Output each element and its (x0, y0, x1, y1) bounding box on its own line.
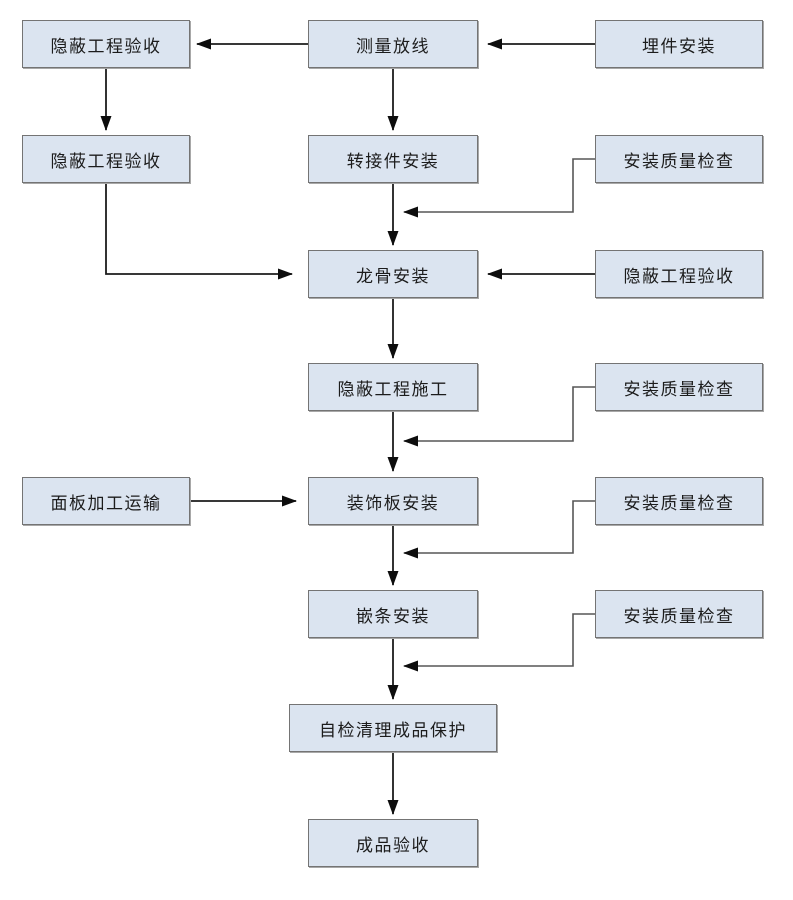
flow-node-decorative-panel-install: 装饰板安装 (308, 477, 478, 525)
flow-node-label: 龙骨安装 (356, 266, 430, 287)
flow-node-hidden-work-acceptance-1: 隐蔽工程验收 (22, 20, 190, 68)
edge-install-quality-check-2--construction-panel-line (403, 386, 595, 447)
flow-node-label: 隐蔽工程验收 (50, 151, 162, 172)
edge-install-quality-check-4--inlay-selfcheck-line (403, 613, 595, 672)
flow-node-label: 埋件安装 (642, 36, 716, 57)
flow-node-hidden-work-acceptance-2: 隐蔽工程验收 (22, 135, 190, 183)
flow-node-label: 面板加工运输 (50, 493, 162, 514)
flow-node-embedded-parts-install: 埋件安装 (595, 20, 763, 68)
edge-install-quality-check-1--adapter-keel-line (403, 158, 595, 218)
flow-node-keel-install: 龙骨安装 (308, 250, 478, 298)
edge-hidden-work-acceptance-2--keel-install (105, 183, 293, 280)
flow-node-install-quality-check-2: 安装质量检查 (595, 363, 763, 411)
flow-node-label: 转接件安装 (346, 151, 440, 172)
flow-node-install-quality-check-1: 安装质量检查 (595, 135, 763, 183)
flow-node-label: 安装质量检查 (623, 379, 735, 400)
flow-node-label: 安装质量检查 (623, 606, 735, 627)
flow-node-label: 嵌条安装 (356, 606, 430, 627)
flow-node-label: 安装质量检查 (623, 493, 735, 514)
flow-node-label: 自检清理成品保护 (319, 720, 467, 741)
flow-node-adapter-install: 转接件安装 (308, 135, 478, 183)
flow-node-label: 装饰板安装 (346, 493, 440, 514)
flow-node-label: 测量放线 (356, 36, 430, 57)
flow-node-label: 成品验收 (356, 835, 430, 856)
flow-node-measure-setting-out: 测量放线 (308, 20, 478, 68)
flow-node-self-check-clean-protect: 自检清理成品保护 (289, 704, 497, 752)
flow-node-install-quality-check-4: 安装质量检查 (595, 590, 763, 638)
flow-node-label: 隐蔽工程施工 (337, 379, 449, 400)
flow-node-label: 安装质量检查 (623, 151, 735, 172)
flow-node-panel-processing-transport: 面板加工运输 (22, 477, 190, 525)
flow-node-install-quality-check-3: 安装质量检查 (595, 477, 763, 525)
flow-node-label: 隐蔽工程验收 (623, 266, 735, 287)
flow-node-hidden-work-acceptance-3: 隐蔽工程验收 (595, 250, 763, 298)
flow-node-hidden-work-construction: 隐蔽工程施工 (308, 363, 478, 411)
flow-node-inlay-strip-install: 嵌条安装 (308, 590, 478, 638)
flow-node-label: 隐蔽工程验收 (50, 36, 162, 57)
edge-install-quality-check-3--panel-inlay-line (403, 500, 595, 559)
flow-node-finished-product-acceptance: 成品验收 (308, 819, 478, 867)
